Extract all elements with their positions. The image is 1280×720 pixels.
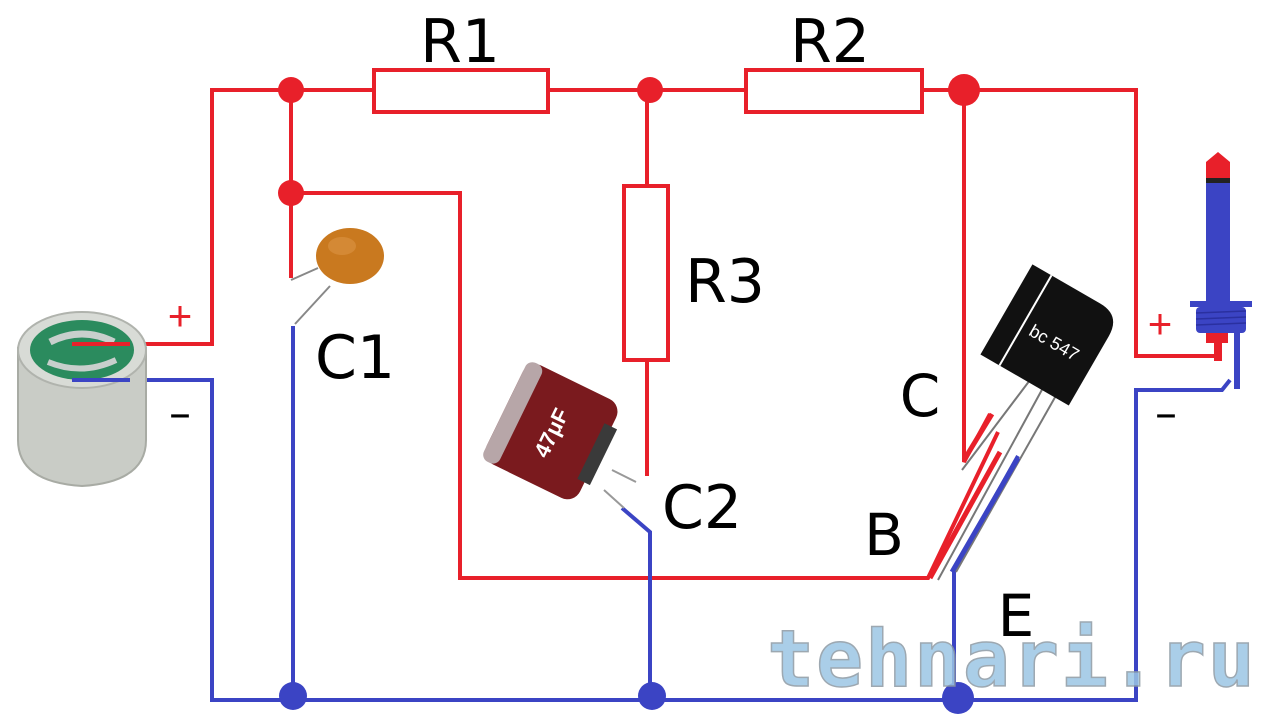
wire-base-loop: [291, 191, 1000, 580]
resistor-r2: [744, 68, 924, 114]
label-collector: C: [900, 362, 941, 430]
label-c2: C2: [662, 473, 742, 543]
resistor-r3: [622, 184, 670, 362]
wire-r2-out: [922, 88, 1222, 358]
electrolytic-capacitor-c2: 47μF: [483, 362, 618, 500]
junction-dot: [638, 682, 666, 710]
electret-microphone: [17, 311, 147, 488]
audio-jack: [1190, 152, 1252, 389]
wire-c2-ground: [620, 506, 652, 700]
junction-dot: [279, 682, 307, 710]
label-jack-minus: –: [1155, 388, 1177, 439]
label-mic-plus: +: [168, 292, 193, 339]
ceramic-capacitor-c1: [290, 228, 384, 325]
watermark: tehnari.ru: [767, 615, 1257, 705]
wire-ground-bus: [72, 378, 1232, 702]
label-jack-plus: +: [1148, 300, 1173, 347]
resistor-r1: [372, 68, 550, 114]
junction-dot: [278, 180, 304, 206]
label-r2: R2: [790, 7, 870, 77]
junction-dot: [637, 77, 663, 103]
wire-mic-plus: [72, 88, 372, 346]
wire-collector: [962, 90, 992, 463]
label-c1: C1: [315, 323, 395, 393]
label-emitter: E: [998, 582, 1035, 650]
junction-dot: [278, 77, 304, 103]
label-base: B: [864, 501, 904, 569]
label-r3: R3: [685, 247, 765, 317]
label-mic-minus: –: [169, 388, 191, 439]
label-r1: R1: [420, 7, 500, 77]
transistor-bc547: bc 547: [927, 264, 1114, 581]
junction-dot: [942, 682, 974, 714]
junction-dot: [948, 74, 980, 106]
